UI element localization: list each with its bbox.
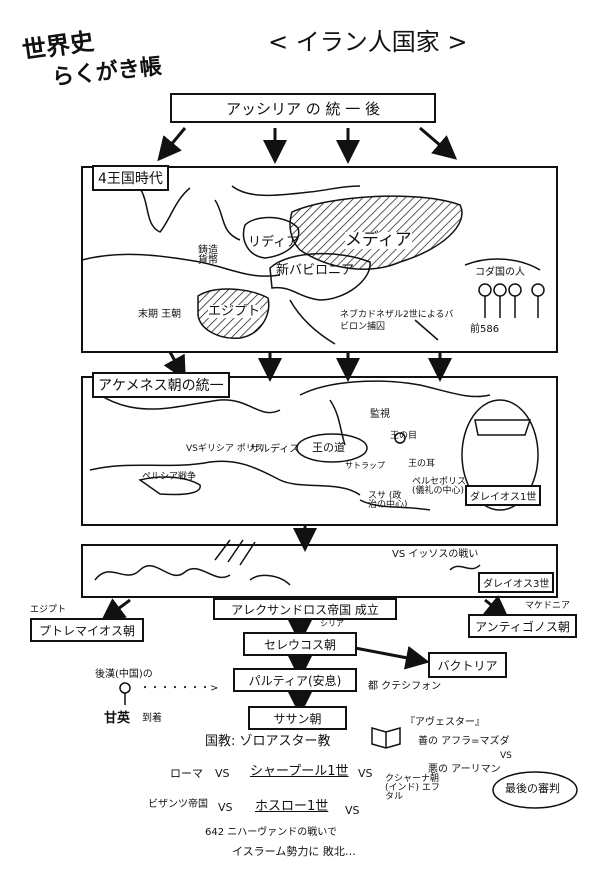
panel1-label: 4王国時代 (92, 165, 169, 191)
lydia-label: リディア (248, 235, 300, 250)
egypt-region-label: エジプト (30, 605, 67, 615)
avesta-label: 『アヴェスター』 (405, 717, 485, 728)
darius3-label: ダレイオス3世 (478, 572, 555, 593)
nebuchadnezzar-label: ネブカドネザル2世によるバビロン捕囚 (340, 310, 454, 332)
new-babylonia-label: 新バビロニア (276, 263, 355, 278)
late-dynasty-label: 末期 王朝 (138, 309, 182, 320)
top-box-label: アッシリア の 統 一 後 (225, 99, 381, 118)
khosrow-label: ホスロー1世 (255, 799, 329, 814)
later-han-label: 後漢(中国)の (95, 669, 153, 680)
ptolemaic-box: プトレマイオス朝 (30, 618, 144, 642)
sardis-label: サルディス (250, 444, 300, 455)
vs-rome: VS (215, 767, 230, 780)
good-god-label: 善の アフラ=マズダ (418, 736, 510, 747)
kings-eye-label: 王の目 (390, 431, 418, 441)
panel2-map (89, 380, 539, 511)
vs-byzantine: VS (218, 801, 233, 814)
seleucid-box: セレウコス朝 (243, 632, 357, 656)
kushan-label: クシャーナ朝 (インド) エフタル (385, 774, 440, 802)
egypt-map-label: エジプト (208, 304, 261, 319)
nihavand-line1: 642 ニハーヴァンドの戦いで (205, 827, 337, 838)
dots-arrow: ・・・・・・・> (140, 683, 219, 694)
susa-label: スサ (政治の中心) (368, 491, 408, 510)
book-icon (371, 727, 401, 749)
royal-road-label: 王の道 (312, 441, 345, 454)
gan-ying-label: 甘英 (104, 711, 131, 726)
issus-label: VS イッソスの戦い (392, 549, 479, 560)
small-states-label: コダ国の人 (475, 267, 525, 278)
antigonid-box: アンティゴノス朝 (468, 614, 577, 638)
year-label: 前586 (470, 324, 500, 335)
macedonia-region-label: マケドニア (525, 601, 571, 611)
gan-ying-figure (119, 682, 131, 705)
syria-region-label: シリア (320, 619, 344, 628)
top-arrows (157, 126, 458, 164)
bactria-box: バクトリア (428, 652, 507, 678)
vs-kushan: VS (358, 767, 373, 780)
rome-label: ローマ (170, 767, 203, 780)
vs-hephthalite: VS (345, 804, 360, 817)
last-judgment-label: 最後の審判 (505, 782, 560, 795)
state-religion-label: 国教: ゾロアスター教 (205, 734, 331, 749)
persepolis-label: ペルセポリス (儀礼の中心) (412, 477, 467, 496)
vs-gods: VS (500, 751, 512, 761)
greek-poleis-label: VSギリシア ポリス (186, 444, 264, 454)
alexander-box: アレクサンドロス帝国 成立 (213, 598, 397, 620)
sasanian-box: ササン朝 (248, 706, 347, 730)
panel3-drawing (94, 539, 481, 586)
byzantine-label: ビザンツ帝国 (148, 799, 208, 810)
kings-ear-label: 王の耳 (408, 459, 436, 469)
persian-war-label: ペルシア戦争 (142, 472, 197, 482)
page-title: < イラン人国家 > (268, 28, 468, 56)
parthia-box: パルティア(安息) (233, 668, 357, 692)
panel2-label: アケメネス朝の統一 (92, 372, 230, 398)
shapur-label: シャープール1世 (250, 764, 349, 779)
arrived-label: 到着 (142, 713, 162, 724)
darius-label: ダレイオス1世 (465, 485, 542, 506)
capital-label: 都 クテシフォン (368, 681, 442, 692)
top-box: アッシリア の 統 一 後 (170, 93, 436, 123)
nihavand-line2: イスラーム勢力に 敗北… (232, 845, 356, 858)
media-label: メディア (345, 230, 412, 250)
evil-god-label: 悪の アーリマン (428, 764, 501, 775)
satrap-label: サトラップ (345, 461, 385, 470)
coinage-label: 鋳造 貨幣 (198, 245, 218, 266)
inspector-label: 監視 (370, 409, 390, 420)
